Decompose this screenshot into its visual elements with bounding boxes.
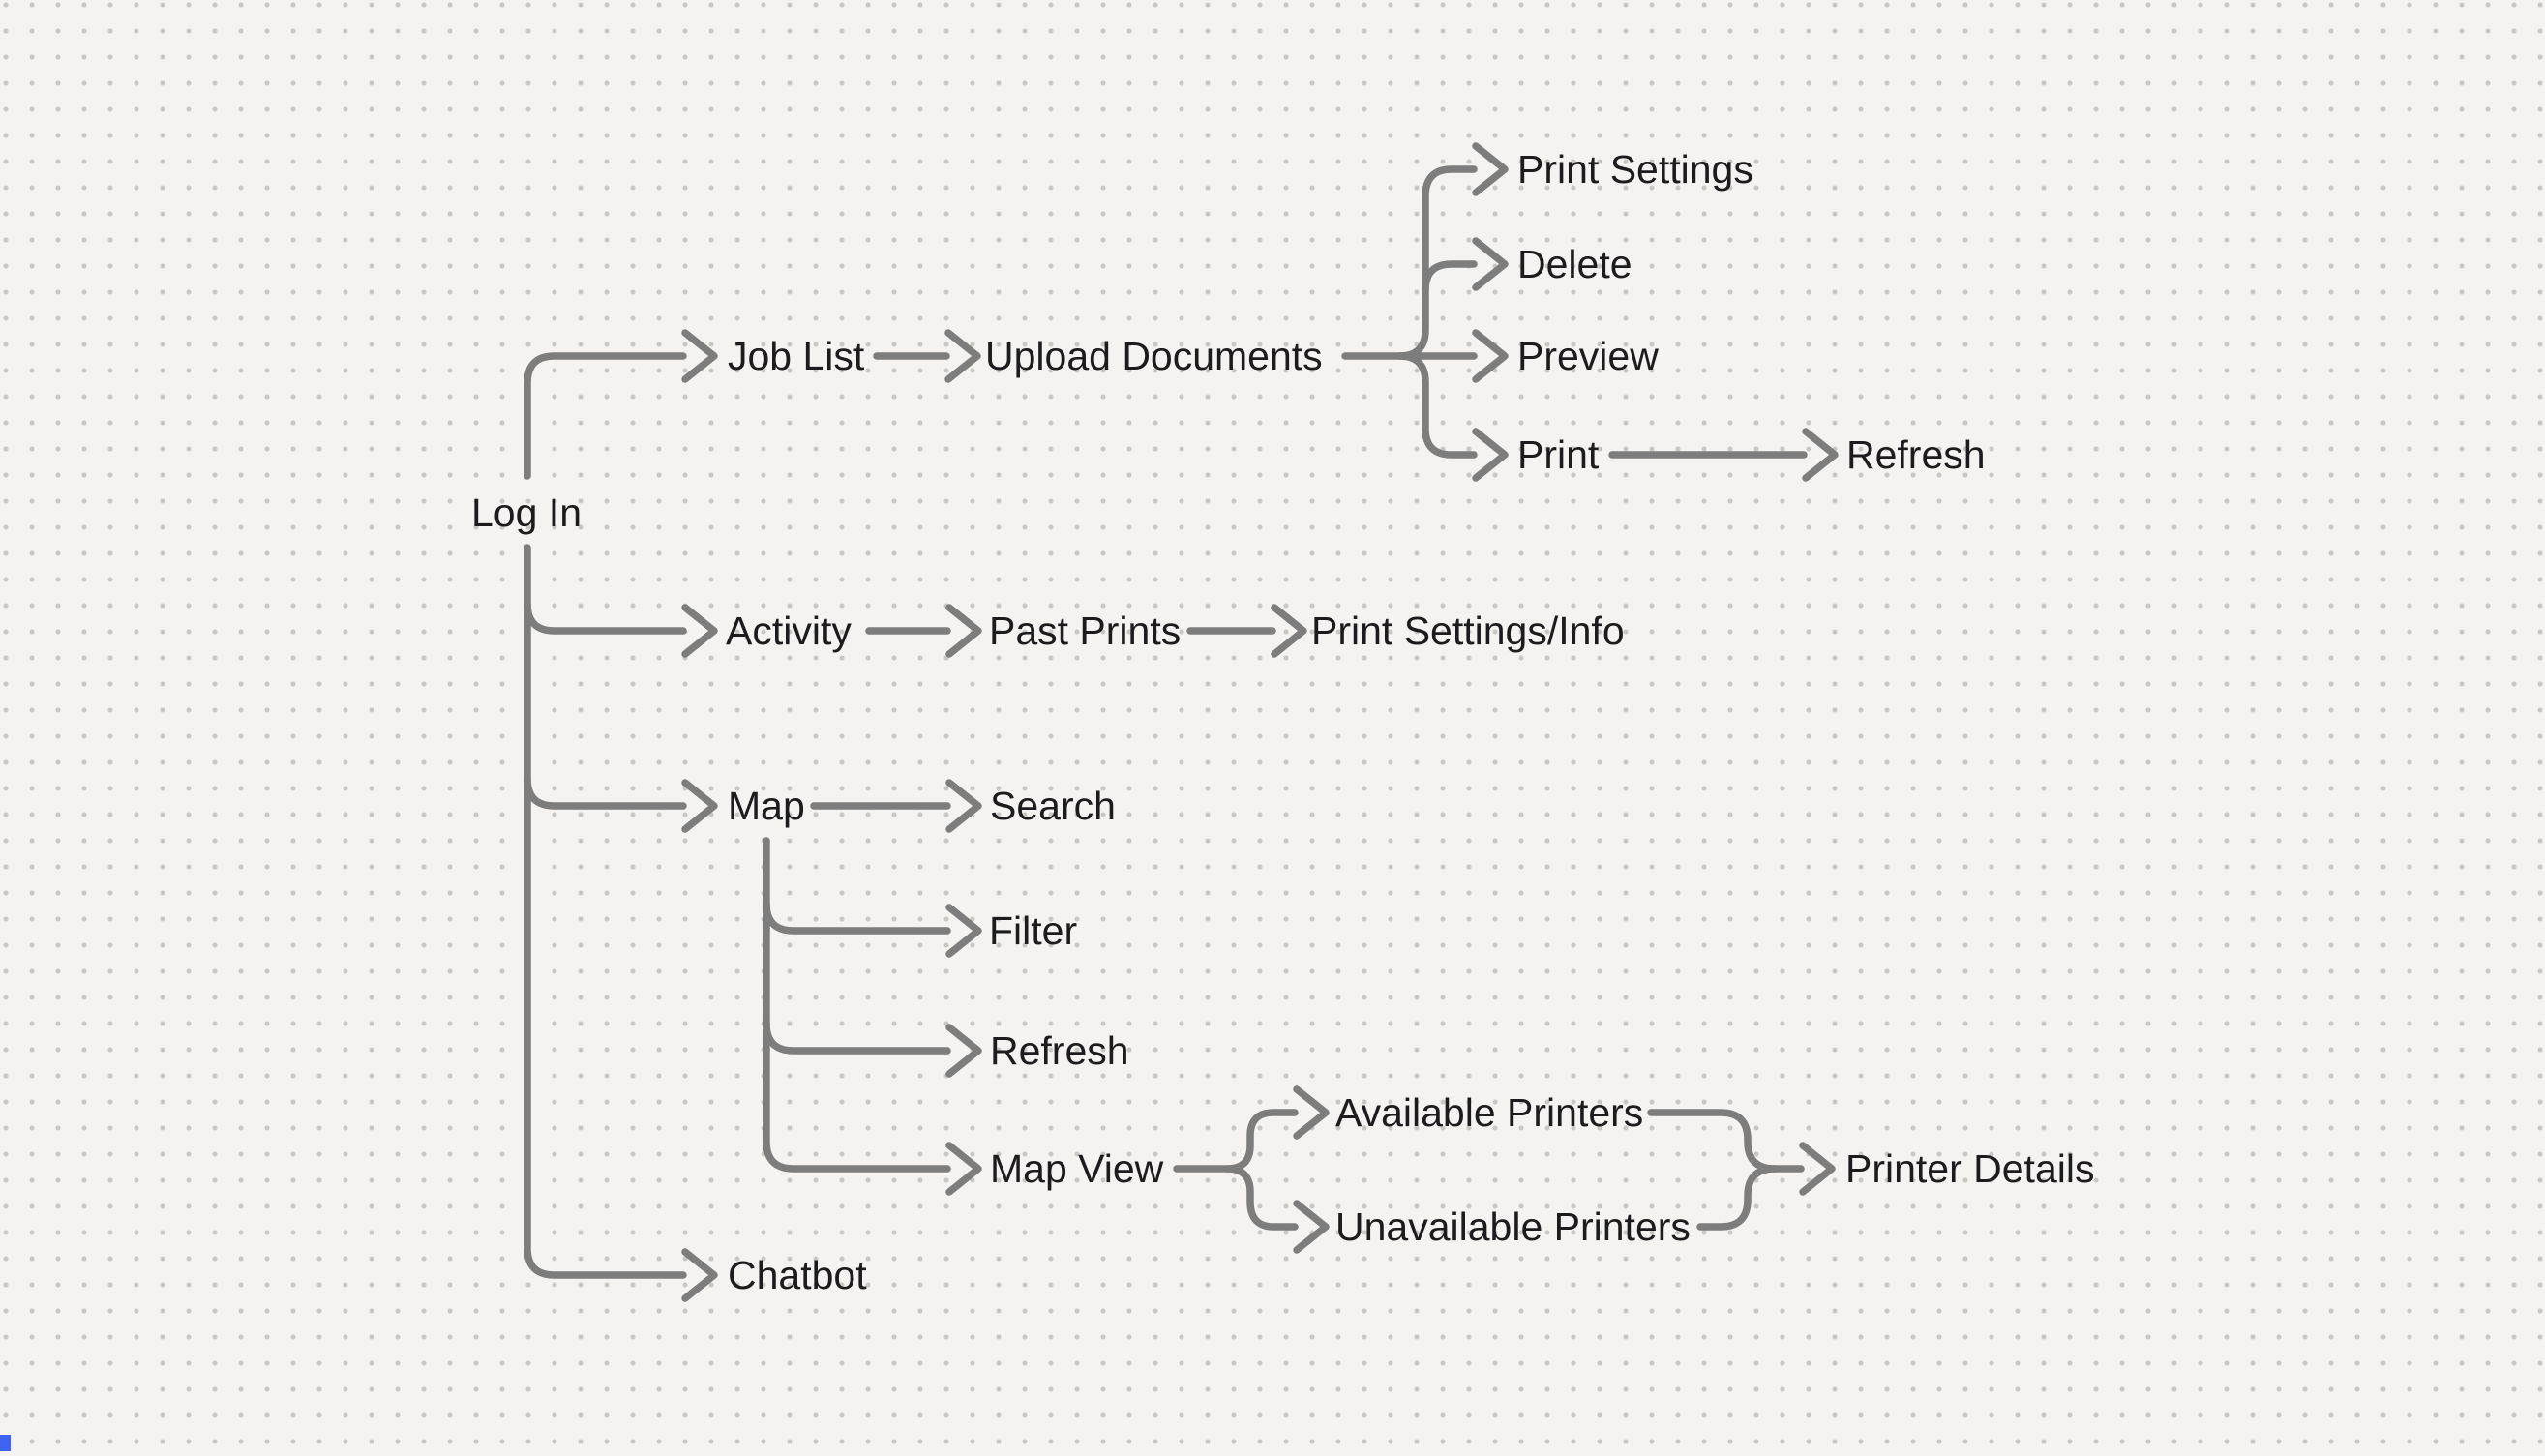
edge-map-filter xyxy=(766,904,947,931)
arrowhead-available xyxy=(1297,1089,1326,1136)
node-available-printers[interactable]: Available Printers xyxy=(1335,1090,1643,1135)
arrowhead-printerdetails xyxy=(1803,1145,1832,1192)
arrowhead-pastprints xyxy=(949,608,978,654)
arrowhead-map xyxy=(685,783,714,829)
node-delete[interactable]: Delete xyxy=(1517,242,1632,286)
arrowhead-print xyxy=(1476,431,1505,478)
arrowhead-delete xyxy=(1476,241,1505,287)
arrowhead-printsettings xyxy=(1476,146,1505,193)
node-map-view[interactable]: Map View xyxy=(990,1146,1164,1191)
node-printer-details[interactable]: Printer Details xyxy=(1845,1146,2094,1191)
node-map[interactable]: Map xyxy=(728,784,805,828)
node-job-list[interactable]: Job List xyxy=(728,334,865,378)
node-chatbot[interactable]: Chatbot xyxy=(728,1253,867,1297)
edge-split-available xyxy=(1227,1113,1295,1169)
arrowhead-mapview xyxy=(949,1145,978,1192)
edge-fork-print xyxy=(1399,356,1474,455)
node-filter[interactable]: Filter xyxy=(989,908,1077,953)
edge-split-unavailable xyxy=(1227,1169,1295,1227)
arrowhead-chatbot xyxy=(685,1252,714,1298)
arrowhead-filter xyxy=(949,907,978,954)
node-upload-documents[interactable]: Upload Documents xyxy=(985,334,1323,378)
edge-fork-delete xyxy=(1425,264,1474,290)
node-past-prints[interactable]: Past Prints xyxy=(989,609,1181,653)
edge-login-chatbot xyxy=(527,548,683,1275)
node-print-settings[interactable]: Print Settings xyxy=(1517,147,1753,192)
arrowhead-psi xyxy=(1274,608,1303,654)
node-print-settings-info[interactable]: Print Settings/Info xyxy=(1311,609,1625,653)
corner-ui-fragment xyxy=(0,1435,11,1451)
edge-login-activity xyxy=(527,604,683,631)
edge-map-mapview xyxy=(766,841,947,1169)
edge-login-joblist xyxy=(527,356,683,476)
edge-available-merge xyxy=(1651,1113,1775,1169)
node-preview[interactable]: Preview xyxy=(1517,334,1659,378)
node-activity[interactable]: Activity xyxy=(726,609,852,653)
node-login[interactable]: Log In xyxy=(471,490,582,535)
edge-map-refresh xyxy=(766,1024,947,1051)
arrowhead-joblist xyxy=(685,333,714,379)
node-unavailable-printers[interactable]: Unavailable Printers xyxy=(1335,1204,1691,1249)
arrowhead-search xyxy=(949,783,978,829)
node-search[interactable]: Search xyxy=(990,784,1116,828)
arrowhead-activity xyxy=(685,608,714,654)
node-print[interactable]: Print xyxy=(1517,432,1600,477)
arrowhead-unavailable xyxy=(1297,1203,1326,1250)
nodes: Log In Job List Upload Documents Print S… xyxy=(471,147,2094,1297)
node-refresh-print[interactable]: Refresh xyxy=(1846,432,1986,477)
edge-unavailable-merge xyxy=(1700,1169,1775,1227)
node-refresh-map[interactable]: Refresh xyxy=(990,1028,1129,1073)
arrowhead-preview xyxy=(1476,333,1505,379)
arrowhead-upload xyxy=(948,333,977,379)
arrowhead-refresh-map xyxy=(949,1027,978,1074)
arrowhead-refresh-print xyxy=(1806,431,1835,478)
edge-login-map xyxy=(527,779,683,806)
